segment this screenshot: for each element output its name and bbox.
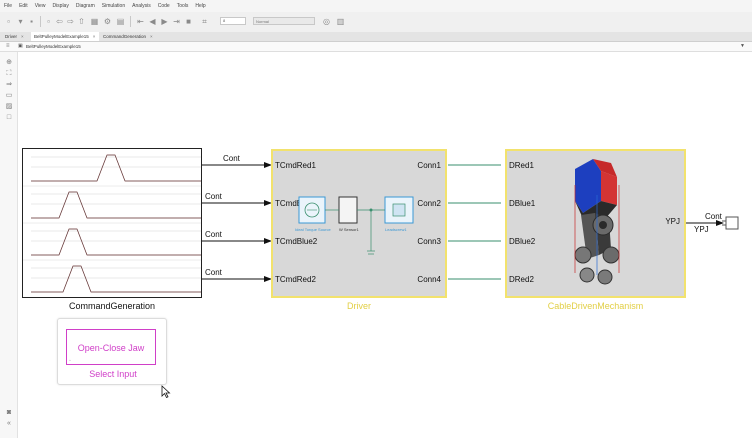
- stop-icon[interactable]: ■: [186, 17, 191, 26]
- mouse-cursor-icon: [161, 385, 171, 399]
- close-icon[interactable]: ×: [150, 34, 153, 39]
- model-icon: ▣: [18, 43, 23, 49]
- stop-time-input[interactable]: [220, 17, 246, 25]
- menu-code[interactable]: Code: [157, 3, 170, 9]
- command-generation-block[interactable]: [22, 148, 202, 298]
- output-port-label[interactable]: YPJ: [694, 225, 709, 234]
- sensor-label: W Sensor1: [339, 227, 359, 232]
- grid-icon[interactable]: ▤: [116, 17, 125, 26]
- breadcrumb: ≡ ▣ BeltPulleyModelExample15 ▼: [0, 42, 752, 52]
- back-icon[interactable]: ⇦: [56, 17, 63, 26]
- menu-edit[interactable]: Edit: [19, 3, 28, 9]
- driver-block[interactable]: TCmdRed1 TCmdBlue1 TCmdBlue2 TCmdRed2 Co…: [271, 149, 447, 298]
- signal-preview-plot: [23, 154, 201, 293]
- area-icon[interactable]: □: [6, 114, 12, 121]
- tab-label: CommandGeneration: [103, 34, 147, 39]
- driver-input-port-2: TCmdBlue1: [275, 199, 318, 208]
- ideal-torque-source-label: Ideal Torque Source: [295, 227, 331, 232]
- menu-simulation[interactable]: Simulation: [101, 3, 126, 9]
- tab-label: BeltPulleyModelExample15: [34, 34, 89, 39]
- left-palette: ⊕ ⛶ ⇒ ▭ ▨ □ ◙ «: [0, 52, 18, 438]
- driver-output-port-4: Conn4: [417, 275, 441, 284]
- tab-commandgeneration[interactable]: CommandGeneration×: [100, 32, 158, 41]
- forward-icon[interactable]: ⇨: [67, 17, 74, 26]
- open-close-jaw-button[interactable]: Open-Close Jaw ◦: [66, 329, 156, 365]
- driver-input-port-3: TCmdBlue2: [275, 237, 318, 246]
- up-icon[interactable]: ⇧: [78, 17, 85, 26]
- driver-output-port-2: Conn2: [417, 199, 441, 208]
- signal-label-cont-2[interactable]: Cont: [205, 192, 222, 201]
- new-icon[interactable]: ▫: [7, 17, 10, 26]
- explorer-bar-icon[interactable]: ≡: [6, 43, 10, 49]
- mechanism-output-port: YPJ: [665, 217, 680, 226]
- menu-analysis[interactable]: Analysis: [132, 3, 151, 9]
- open-icon[interactable]: ▾: [18, 17, 23, 26]
- menu-view[interactable]: View: [34, 3, 46, 9]
- tab-beltpulley[interactable]: BeltPulleyModelExample15×: [31, 32, 99, 41]
- menu-tools[interactable]: Tools: [176, 3, 189, 9]
- tab-bar: Driver× BeltPulleyModelExample15× Comman…: [0, 32, 752, 42]
- save-icon[interactable]: ▪: [30, 17, 33, 26]
- step-forward-icon[interactable]: ◀: [149, 17, 156, 26]
- fit-view-icon[interactable]: ⛶: [6, 70, 12, 77]
- command-generation-title: CommandGeneration: [68, 301, 156, 311]
- toolbar: ▫ ▾ ▪ ▫ ⇦ ⇨ ⇧ ▦ ⚙ ▤ ⇤ ◀ ▶ ⇥ ■ ⌗ Normal ◎…: [0, 12, 752, 33]
- signal-label-cont-4[interactable]: Cont: [205, 268, 222, 277]
- select-input-title: Select Input: [89, 369, 137, 379]
- check-icon[interactable]: ◎: [323, 17, 330, 26]
- driver-input-port-1: TCmdRed1: [275, 161, 316, 170]
- leadscrew-label: Leadscrew1: [385, 227, 407, 232]
- mask-indicator-icon: ◦: [69, 358, 71, 364]
- arrow-icon[interactable]: ⇒: [6, 81, 12, 88]
- mechanism-input-port-2: DBlue1: [509, 199, 536, 208]
- close-icon[interactable]: ×: [92, 34, 96, 39]
- library-browser-icon[interactable]: ▦: [90, 17, 99, 26]
- model-settings-icon[interactable]: ⚙: [103, 17, 112, 26]
- step-back-icon[interactable]: ⇤: [137, 17, 144, 26]
- chevron-down-icon[interactable]: ▼: [740, 43, 745, 49]
- run-icon[interactable]: ▶: [161, 17, 168, 26]
- driver-output-port-1: Conn1: [417, 161, 441, 170]
- driver-input-port-4: TCmdRed2: [275, 275, 316, 284]
- driver-title: Driver: [347, 301, 371, 311]
- tab-driver[interactable]: Driver ×: [2, 32, 30, 41]
- debug-icon[interactable]: ⌗: [202, 17, 207, 26]
- signal-label-cont-3[interactable]: Cont: [205, 230, 222, 239]
- zoom-in-icon[interactable]: ⊕: [6, 59, 12, 66]
- output-signal-label[interactable]: Cont: [705, 212, 722, 221]
- simulation-mode-select[interactable]: Normal: [253, 17, 315, 25]
- close-icon[interactable]: ×: [21, 34, 24, 39]
- menu-diagram[interactable]: Diagram: [75, 3, 95, 9]
- menu-bar: File Edit View Display Diagram Simulatio…: [0, 0, 752, 12]
- camera-icon[interactable]: ◙: [6, 409, 12, 416]
- image-icon[interactable]: ▨: [5, 103, 13, 110]
- mechanism-input-port-3: DBlue2: [509, 237, 536, 246]
- mechanism-title: CableDrivenMechanism: [547, 301, 644, 311]
- mechanism-input-port-1: DRed1: [509, 161, 534, 170]
- select-input-block[interactable]: Open-Close Jaw ◦ Select Input: [57, 318, 167, 385]
- signal-wires: [202, 162, 739, 282]
- menu-display[interactable]: Display: [52, 3, 69, 9]
- toolbar-divider: [130, 16, 131, 27]
- tab-label: Driver: [5, 34, 17, 39]
- step-icon[interactable]: ⇥: [173, 17, 180, 26]
- build-icon[interactable]: ▥: [336, 17, 345, 26]
- menu-file[interactable]: File: [4, 3, 13, 9]
- driver-output-port-3: Conn3: [417, 237, 441, 246]
- cable-driven-mechanism-block[interactable]: DRed1 DBlue1 DBlue2 DRed2 YPJ: [505, 149, 686, 298]
- signal-label-cont-1[interactable]: Cont: [223, 154, 240, 163]
- mechanism-input-port-4: DRed2: [509, 275, 534, 284]
- menu-help[interactable]: Help: [195, 3, 206, 9]
- driver-mask-icon: [298, 196, 414, 255]
- annotation-icon[interactable]: ▭: [5, 92, 13, 99]
- toolbar-divider: [40, 16, 41, 27]
- collapse-icon[interactable]: «: [7, 420, 11, 427]
- model-canvas[interactable]: CommandGeneration Cont Cont Cont Cont TC…: [18, 52, 752, 438]
- open-close-jaw-label: Open-Close Jaw: [77, 343, 145, 353]
- breadcrumb-path[interactable]: BeltPulleyModelExample15: [26, 44, 81, 49]
- mechanism-3d-image: [574, 159, 620, 285]
- print-icon[interactable]: ▫: [47, 17, 50, 26]
